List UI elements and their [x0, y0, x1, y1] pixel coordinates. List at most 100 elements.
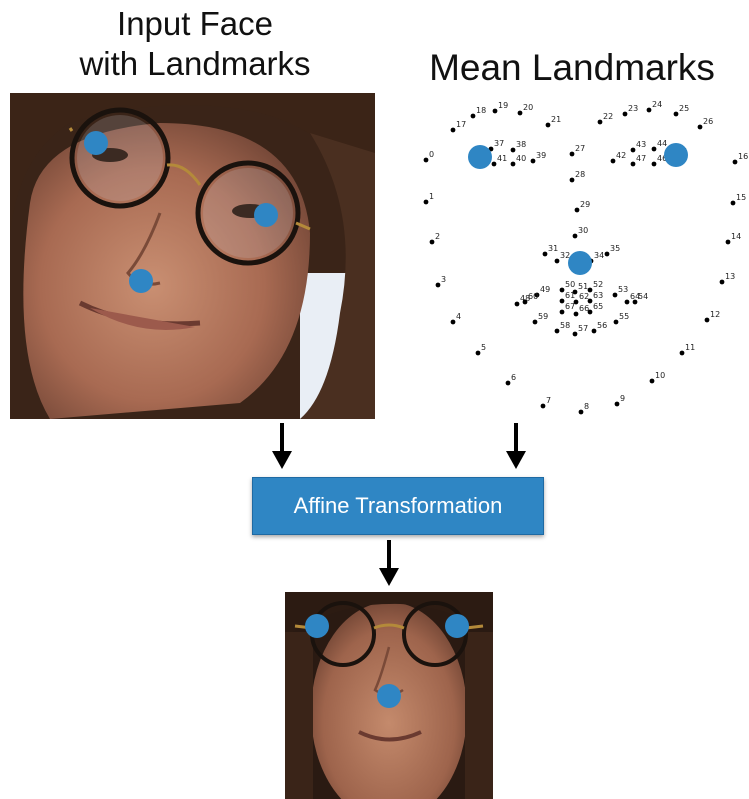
landmark-label-59: 59 — [538, 312, 548, 321]
landmark-point-48 — [514, 301, 520, 307]
landmark-label-29: 29 — [580, 200, 590, 209]
landmark-label-30: 30 — [578, 226, 588, 235]
landmark-label-39: 39 — [536, 151, 546, 160]
landmark-point-58 — [554, 328, 560, 334]
landmark-point-50 — [559, 287, 565, 293]
right-eye-marker — [445, 614, 469, 638]
landmark-point-46 — [651, 161, 657, 167]
landmark-point-41 — [491, 161, 497, 167]
landmark-point-53 — [612, 292, 618, 298]
input-face-image — [10, 93, 375, 419]
landmark-point-57 — [572, 331, 578, 337]
landmark-label-40: 40 — [516, 154, 526, 163]
landmark-label-3: 3 — [441, 275, 446, 284]
landmark-label-56: 56 — [597, 321, 607, 330]
landmark-point-24 — [646, 107, 652, 113]
landmark-point-43 — [630, 147, 636, 153]
landmark-point-12 — [704, 317, 710, 323]
landmark-point-66 — [573, 311, 579, 317]
landmark-point-15 — [730, 200, 736, 206]
landmark-point-35 — [604, 251, 610, 257]
left-eye-marker — [84, 131, 108, 155]
aligned-face-image — [285, 592, 493, 799]
landmark-point-52 — [587, 287, 593, 293]
landmark-point-19 — [492, 108, 498, 114]
down-arrow-icon — [377, 540, 401, 593]
landmark-label-11: 11 — [685, 343, 695, 352]
landmark-label-2: 2 — [435, 232, 440, 241]
landmark-label-8: 8 — [584, 402, 589, 411]
landmark-label-31: 31 — [548, 244, 558, 253]
landmark-point-16 — [732, 159, 738, 165]
landmark-point-17 — [450, 127, 456, 133]
nose-marker — [129, 269, 153, 293]
landmark-label-37: 37 — [494, 139, 504, 148]
landmark-point-39 — [530, 158, 536, 164]
landmark-label-22: 22 — [603, 112, 613, 121]
landmark-label-7: 7 — [546, 396, 551, 405]
landmark-label-55: 55 — [619, 312, 629, 321]
landmark-point-67 — [559, 309, 565, 315]
landmark-label-43: 43 — [636, 140, 646, 149]
landmark-label-34: 34 — [594, 251, 604, 260]
landmark-label-12: 12 — [710, 310, 720, 319]
landmark-label-42: 42 — [616, 151, 626, 160]
landmark-label-53: 53 — [618, 285, 628, 294]
landmark-point-27 — [569, 151, 575, 157]
landmark-label-64: 64 — [630, 292, 640, 301]
right-eye-marker — [664, 143, 688, 167]
landmark-point-9 — [614, 401, 620, 407]
landmark-label-65: 65 — [593, 302, 603, 311]
landmark-point-65 — [587, 309, 593, 315]
landmark-label-61: 61 — [565, 291, 575, 300]
landmark-label-52: 52 — [593, 280, 603, 289]
landmark-point-64 — [624, 299, 630, 305]
landmark-label-41: 41 — [497, 154, 507, 163]
landmark-label-63: 63 — [593, 291, 603, 300]
landmark-point-61 — [559, 298, 565, 304]
landmark-label-35: 35 — [610, 244, 620, 253]
landmark-label-5: 5 — [481, 343, 486, 352]
landmark-point-7 — [540, 403, 546, 409]
landmark-label-32: 32 — [560, 251, 570, 260]
landmark-point-62 — [573, 299, 579, 305]
landmark-point-38 — [510, 147, 516, 153]
landmark-label-9: 9 — [620, 394, 625, 403]
landmark-label-49: 49 — [540, 285, 550, 294]
landmark-point-47 — [630, 161, 636, 167]
landmark-point-13 — [719, 279, 725, 285]
landmark-point-23 — [622, 111, 628, 117]
landmark-point-18 — [470, 113, 476, 119]
landmark-label-4: 4 — [456, 312, 461, 321]
nose-marker — [568, 251, 592, 275]
landmark-label-48: 48 — [520, 294, 530, 303]
left-eye-marker — [305, 614, 329, 638]
landmark-label-14: 14 — [731, 232, 741, 241]
landmark-label-66: 66 — [579, 304, 589, 313]
landmark-point-3 — [435, 282, 441, 288]
landmark-point-32 — [554, 258, 560, 264]
landmark-point-8 — [578, 409, 584, 415]
input-face-title: Input Face with Landmarks — [10, 4, 380, 84]
landmark-label-58: 58 — [560, 321, 570, 330]
landmark-label-24: 24 — [652, 100, 662, 109]
affine-transformation-box: Affine Transformation — [252, 477, 544, 535]
landmark-point-20 — [517, 110, 523, 116]
landmark-point-51 — [572, 289, 578, 295]
landmark-label-10: 10 — [655, 371, 665, 380]
landmark-point-25 — [673, 111, 679, 117]
landmark-point-49 — [534, 292, 540, 298]
landmark-point-11 — [679, 350, 685, 356]
landmark-point-60 — [522, 299, 528, 305]
landmark-point-6 — [505, 380, 511, 386]
landmark-label-57: 57 — [578, 324, 588, 333]
right-eye-marker — [254, 203, 278, 227]
landmark-point-44 — [651, 146, 657, 152]
input-face-title-line2: with Landmarks — [79, 45, 311, 82]
landmark-label-62: 62 — [579, 292, 589, 301]
landmark-label-25: 25 — [679, 104, 689, 113]
landmark-label-15: 15 — [736, 193, 746, 202]
landmark-point-42 — [610, 158, 616, 164]
landmark-label-28: 28 — [575, 170, 585, 179]
